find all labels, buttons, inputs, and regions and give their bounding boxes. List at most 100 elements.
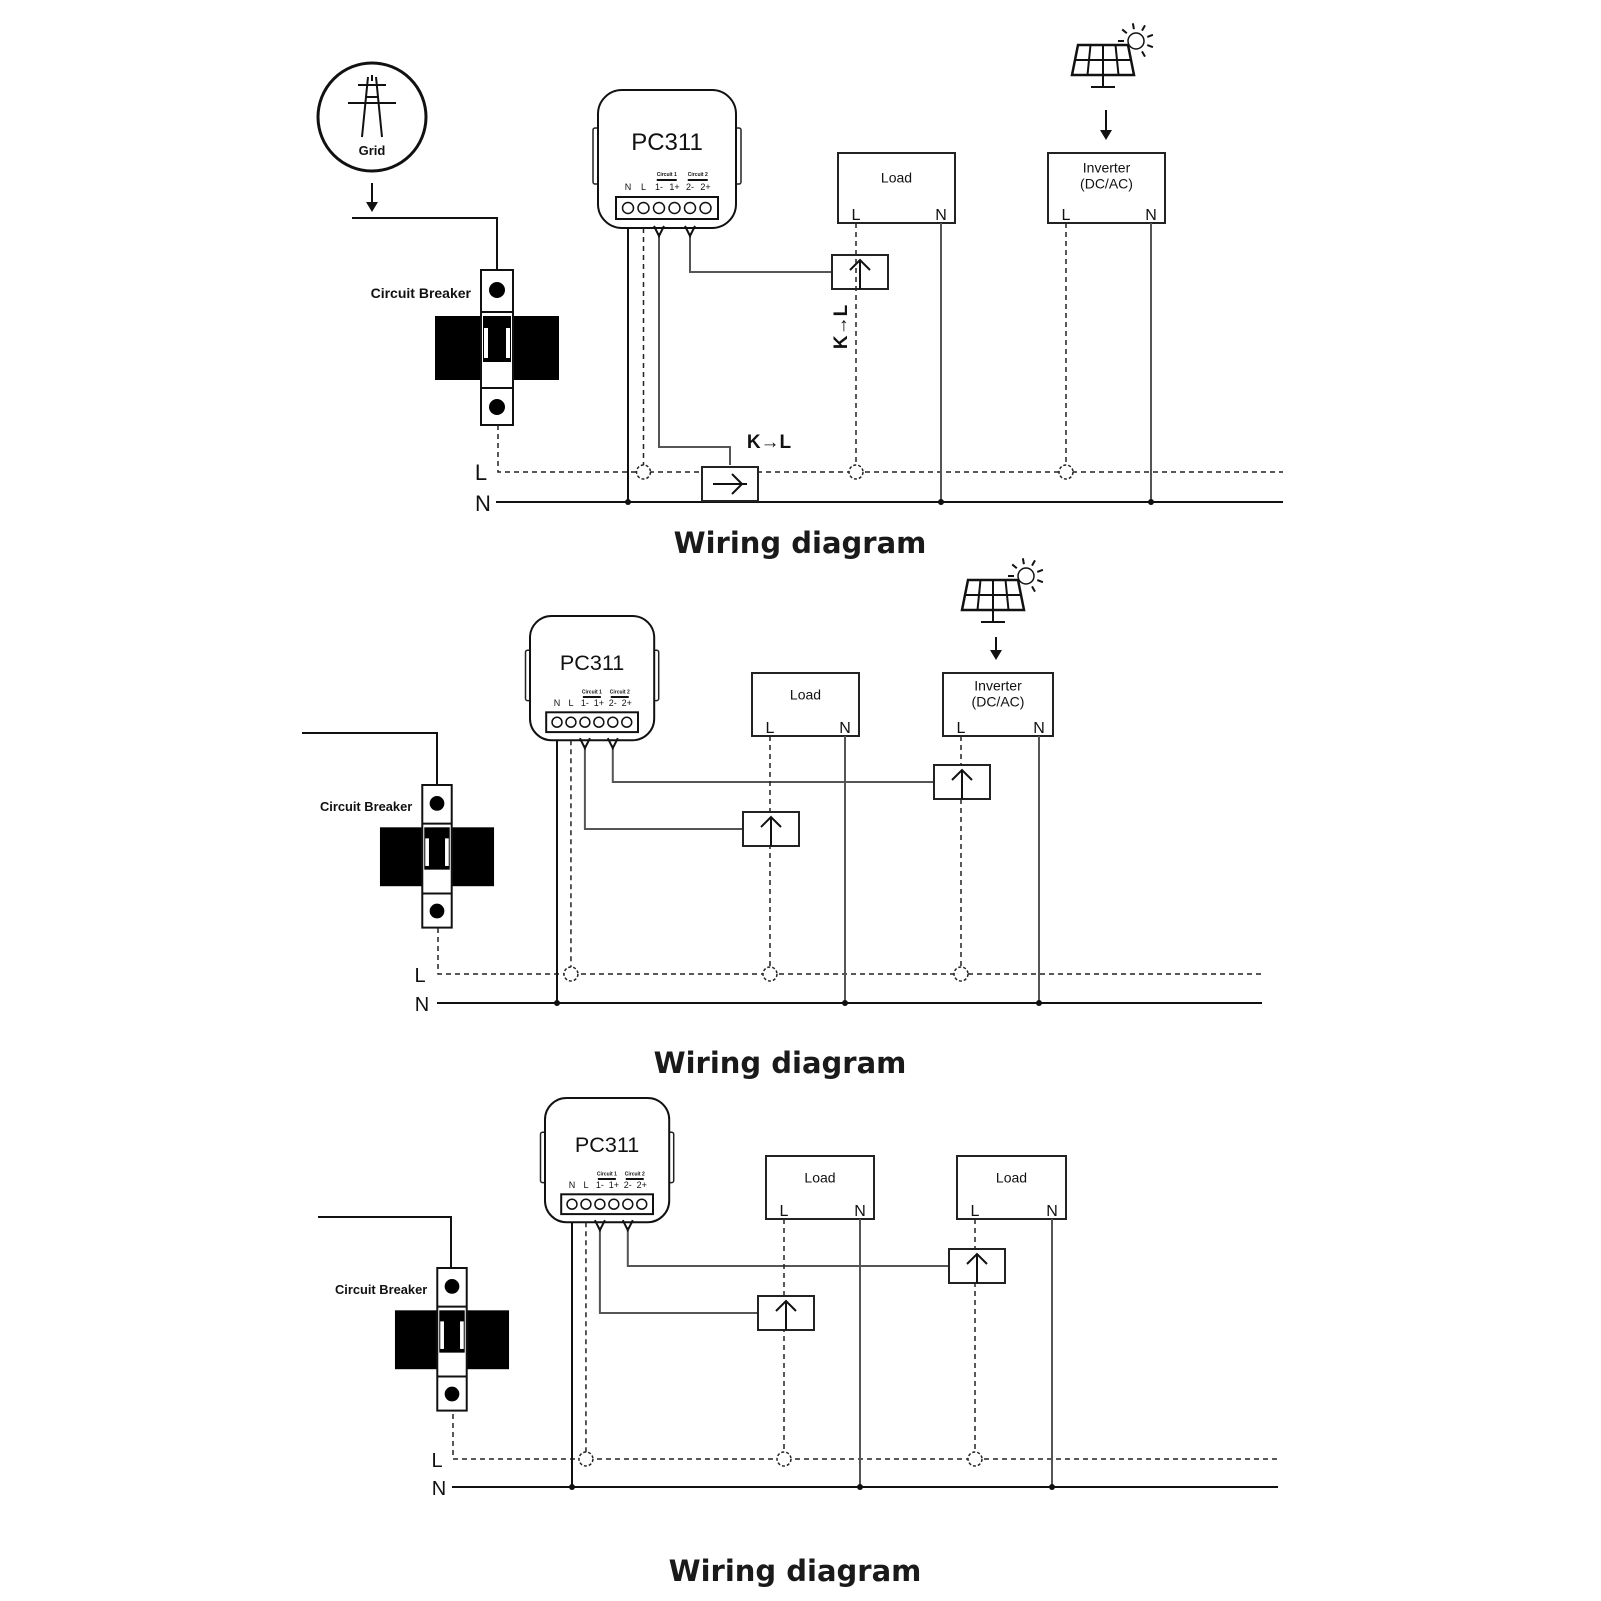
live-bus bbox=[437, 928, 1262, 975]
breaker-bottom-terminal bbox=[489, 399, 505, 415]
breaker-top-terminal bbox=[429, 796, 445, 811]
box-label: Load bbox=[881, 169, 912, 185]
ct-connector bbox=[579, 737, 591, 751]
sun-icon bbox=[1008, 558, 1044, 593]
breaker-label: Circuit Breaker bbox=[335, 1282, 427, 1297]
terminal-screw bbox=[683, 201, 697, 215]
terminal-label: 1- bbox=[581, 698, 589, 708]
device-housing bbox=[597, 89, 737, 229]
breaker-top-terminal bbox=[489, 282, 505, 298]
ct-connector bbox=[594, 1219, 606, 1233]
grid-label: Grid bbox=[359, 143, 386, 158]
box-label: (DC/AC) bbox=[1080, 176, 1133, 192]
terminal-screw bbox=[593, 716, 605, 728]
ct2-wire bbox=[689, 233, 832, 273]
line-label-n: N bbox=[475, 491, 491, 516]
circuit-group-label: Circuit 1 bbox=[582, 689, 602, 695]
box-label: Inverter bbox=[974, 678, 1022, 694]
terminal-screw bbox=[652, 201, 666, 215]
circuit-breaker: Circuit Breaker bbox=[371, 269, 559, 426]
terminal-label: 1+ bbox=[594, 698, 604, 708]
box-label: Inverter bbox=[1083, 160, 1131, 176]
grid-feed-wire bbox=[352, 217, 498, 270]
terminal-screw bbox=[551, 716, 563, 728]
terminal-screw bbox=[566, 1198, 578, 1210]
supply-wire bbox=[318, 1216, 452, 1268]
ct1-wire bbox=[583, 745, 743, 830]
live-bus bbox=[452, 1414, 1278, 1460]
terminal-block bbox=[560, 1193, 655, 1216]
terminal-screw bbox=[607, 716, 619, 728]
current-clamp-icon bbox=[701, 466, 759, 502]
down-arrow-icon bbox=[1100, 110, 1112, 140]
ct1-wire bbox=[658, 233, 731, 465]
line-label-l: L bbox=[475, 460, 487, 485]
ct-direction-label: K→L bbox=[747, 432, 792, 453]
solar-panel-icon bbox=[1070, 23, 1154, 88]
terminal-label: 1- bbox=[655, 182, 663, 192]
box-label: Load bbox=[790, 686, 821, 702]
down-arrow-icon bbox=[990, 637, 1002, 660]
terminal-label: L bbox=[583, 1180, 588, 1190]
ct2-wire bbox=[611, 745, 934, 783]
pin-label-l: L bbox=[780, 1203, 789, 1220]
terminal-screw bbox=[580, 1198, 592, 1210]
n-junction bbox=[1049, 1484, 1055, 1490]
terminal-block bbox=[615, 196, 719, 220]
n-junction bbox=[1148, 499, 1154, 505]
terminal-screw bbox=[594, 1198, 606, 1210]
current-clamp-icon bbox=[831, 254, 889, 290]
diagram-title: Wiring diagram bbox=[669, 1554, 922, 1588]
live-bus bbox=[497, 425, 1283, 473]
terminal-screw bbox=[608, 1198, 620, 1210]
box-frame bbox=[751, 672, 860, 737]
l-junction bbox=[848, 464, 864, 480]
l-junction bbox=[563, 966, 579, 982]
ct-direction-label: K→L bbox=[831, 304, 852, 349]
circuit-group-label: Circuit 2 bbox=[688, 172, 708, 178]
pin-label-n: N bbox=[854, 1203, 866, 1220]
pin-label-l: L bbox=[971, 1203, 980, 1220]
terminal-screw bbox=[579, 716, 591, 728]
pin-label-l: L bbox=[766, 720, 775, 737]
circuit-group-label: Circuit 2 bbox=[610, 689, 630, 695]
device-housing bbox=[529, 615, 656, 742]
n-junction bbox=[938, 499, 944, 505]
solar-panel-icon bbox=[960, 558, 1044, 623]
diagram-title: Wiring diagram bbox=[654, 1046, 907, 1080]
box-label: Load bbox=[804, 1169, 835, 1185]
terminal-screw bbox=[621, 716, 633, 728]
terminal-label: 2+ bbox=[622, 698, 632, 708]
circuit-group-label: Circuit 1 bbox=[657, 172, 677, 178]
breaker-bottom-terminal bbox=[429, 903, 445, 919]
sun-icon bbox=[1118, 23, 1154, 58]
terminal-label: 2- bbox=[609, 698, 617, 708]
line-label-l: L bbox=[431, 1450, 442, 1472]
pin-label-n: N bbox=[935, 207, 947, 224]
terminal-label: N bbox=[554, 698, 561, 708]
terminal-label: 2- bbox=[686, 182, 694, 192]
pin-label-l: L bbox=[852, 207, 861, 224]
grid-source: Grid bbox=[316, 61, 428, 173]
n-junction bbox=[1036, 1000, 1042, 1006]
pin-label-n: N bbox=[1145, 207, 1157, 224]
pin-label-l: L bbox=[957, 720, 966, 737]
line-label-l: L bbox=[414, 965, 425, 987]
ct-connector bbox=[653, 225, 665, 239]
breaker-bottom-terminal bbox=[444, 1386, 460, 1402]
terminal-screw bbox=[621, 201, 635, 215]
line-label-n: N bbox=[432, 1478, 446, 1500]
terminal-label: N bbox=[625, 182, 632, 192]
supply-wire bbox=[302, 732, 438, 785]
terminal-label: 1+ bbox=[609, 1180, 619, 1190]
pin-label-n: N bbox=[1033, 720, 1045, 737]
ct-connector bbox=[606, 737, 619, 751]
terminal-label: 1+ bbox=[669, 182, 679, 192]
grid-circle bbox=[316, 61, 428, 173]
terminal-label: 2+ bbox=[637, 1180, 647, 1190]
